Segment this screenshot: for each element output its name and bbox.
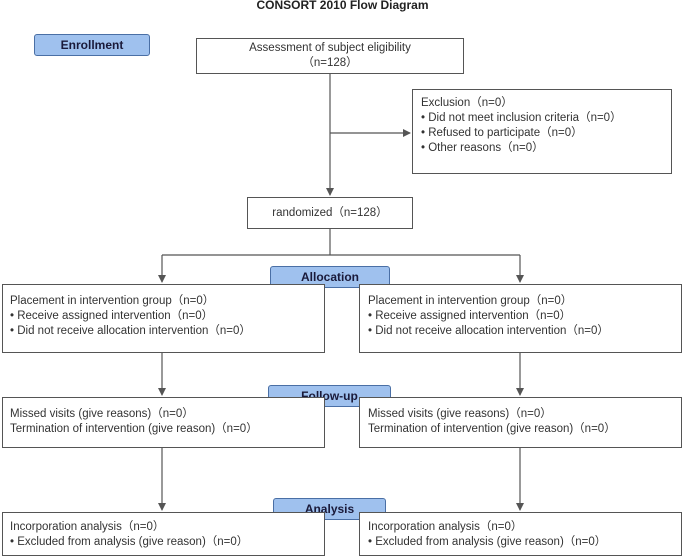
allocation-left-line: • Receive assigned intervention（n=0） bbox=[10, 310, 214, 322]
analysis-left-box: Incorporation analysis（n=0） • Excluded f… bbox=[2, 512, 325, 556]
allocation-left-line: Placement in intervention group（n=0） bbox=[10, 295, 215, 307]
allocation-left-line: • Did not receive allocation interventio… bbox=[10, 325, 251, 337]
diagram-title: CONSORT 2010 Flow Diagram bbox=[256, 0, 429, 12]
eligibility-count: （n=128） bbox=[302, 57, 358, 69]
exclusion-item: • Refused to participate（n=0） bbox=[421, 127, 583, 139]
followup-right-line: Missed visits (give reasons)（n=0） bbox=[368, 408, 552, 420]
exclusion-header: Exclusion（n=0） bbox=[421, 97, 513, 109]
analysis-right-line: • Excluded from analysis (give reason)（n… bbox=[368, 536, 607, 548]
eligibility-box: Assessment of subject eligibility （n=128… bbox=[196, 38, 464, 74]
followup-right-line: Termination of intervention (give reason… bbox=[368, 423, 616, 435]
allocation-right-line: • Receive assigned intervention（n=0） bbox=[368, 310, 572, 322]
followup-left-line: Missed visits (give reasons)（n=0） bbox=[10, 408, 194, 420]
randomized-label: randomized（n=128） bbox=[272, 207, 388, 219]
allocation-left-box: Placement in intervention group（n=0） • R… bbox=[2, 284, 325, 353]
exclusion-box: Exclusion（n=0） • Did not meet inclusion … bbox=[412, 89, 672, 174]
stage-allocation: Allocation bbox=[270, 266, 390, 288]
randomized-box: randomized（n=128） bbox=[247, 197, 413, 229]
stage-enrollment: Enrollment bbox=[34, 34, 150, 56]
analysis-left-line: Incorporation analysis（n=0） bbox=[10, 521, 165, 533]
analysis-right-line: Incorporation analysis（n=0） bbox=[368, 521, 523, 533]
exclusion-item: • Did not meet inclusion criteria（n=0） bbox=[421, 112, 622, 124]
allocation-right-line: • Did not receive allocation interventio… bbox=[368, 325, 609, 337]
eligibility-label: Assessment of subject eligibility bbox=[249, 42, 411, 54]
allocation-right-line: Placement in intervention group（n=0） bbox=[368, 295, 573, 307]
allocation-right-box: Placement in intervention group（n=0） • R… bbox=[359, 284, 682, 353]
followup-left-box: Missed visits (give reasons)（n=0） Termin… bbox=[2, 397, 325, 448]
analysis-left-line: • Excluded from analysis (give reason)（n… bbox=[10, 536, 249, 548]
followup-left-line: Termination of intervention (give reason… bbox=[10, 423, 258, 435]
followup-right-box: Missed visits (give reasons)（n=0） Termin… bbox=[359, 397, 682, 448]
exclusion-item: • Other reasons（n=0） bbox=[421, 142, 544, 154]
analysis-right-box: Incorporation analysis（n=0） • Excluded f… bbox=[359, 512, 682, 556]
